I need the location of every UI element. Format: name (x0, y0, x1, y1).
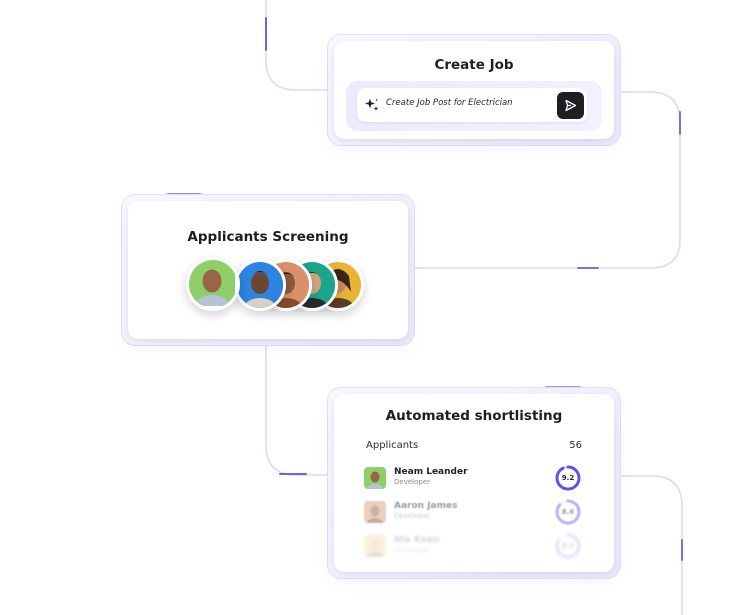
applicants-count: 56 (569, 440, 582, 451)
create-job-card: Create Job Create Job Post for Electrici… (327, 34, 621, 146)
candidate-role: Developer (394, 478, 431, 486)
connector-top (265, 0, 327, 91)
applicants-screening-title: Applicants Screening (187, 229, 349, 245)
applicant-avatar-stack (180, 257, 364, 313)
candidate-row[interactable]: Neam Leander Developer 9.2 (364, 464, 584, 494)
applicants-screening-card: Applicants Screening (121, 194, 415, 346)
avatar (234, 259, 286, 311)
candidate-avatar (364, 467, 386, 489)
applicants-screening-card-body: Applicants Screening (128, 201, 408, 339)
create-job-title: Create Job (434, 57, 514, 73)
connector-createjob-to-screening (413, 91, 681, 269)
candidate-row[interactable]: Aaron James Developer 8.6 (364, 498, 584, 528)
automated-shortlisting-card: Automated shortlisting Applicants 56 Nea… (327, 387, 621, 579)
send-icon (565, 99, 577, 112)
automated-shortlisting-card-body: Automated shortlisting Applicants 56 Nea… (334, 394, 614, 572)
candidate-name: Nia Kean (394, 535, 440, 545)
candidate-score-ring: 8.3 (554, 532, 582, 560)
sparkle-icon (365, 98, 379, 111)
job-prompt-text: Create Job Post for Electrician (386, 98, 513, 108)
connector-shortlist-out (619, 475, 683, 615)
send-button[interactable] (557, 92, 584, 119)
candidate-score-ring: 8.6 (554, 498, 582, 526)
candidate-avatar (364, 535, 386, 557)
candidate-name: Aaron James (394, 501, 458, 511)
job-prompt-input[interactable]: Create Job Post for Electrician (357, 88, 587, 122)
create-job-card-body: Create Job Create Job Post for Electrici… (334, 41, 614, 139)
candidate-name: Neam Leander (394, 467, 468, 477)
candidate-role: Developer (394, 512, 431, 520)
candidate-score-ring: 9.2 (554, 464, 582, 492)
prompt-container: Create Job Post for Electrician (346, 81, 602, 131)
connector-screening-to-shortlist (265, 344, 327, 476)
candidate-row[interactable]: Nia Kean Developer 8.3 (364, 532, 584, 562)
avatar (186, 257, 240, 311)
candidate-score: 8.3 (561, 542, 575, 550)
candidate-avatar (364, 501, 386, 523)
candidate-score: 9.2 (561, 474, 575, 482)
candidate-score: 8.6 (561, 508, 575, 516)
shortlisting-title: Automated shortlisting (385, 408, 563, 424)
candidate-role: Developer (394, 546, 431, 554)
applicants-label: Applicants (366, 440, 419, 451)
